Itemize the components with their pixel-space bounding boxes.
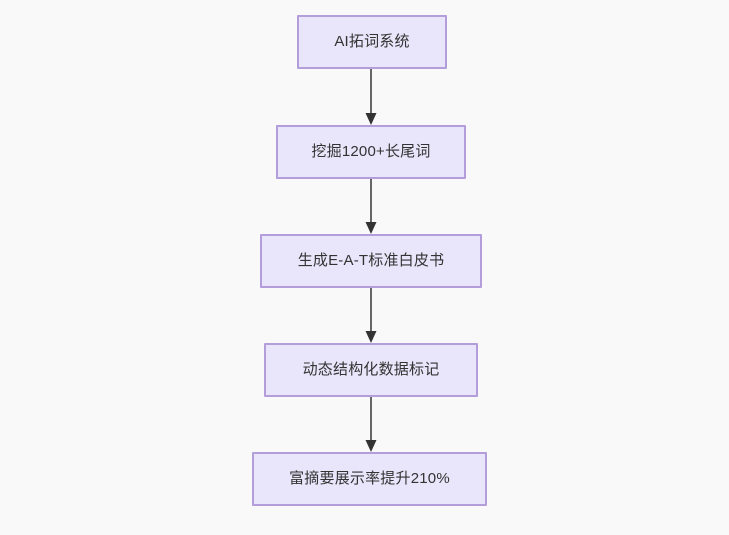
flowchart-node-4-label: 动态结构化数据标记 <box>302 361 440 378</box>
edge-node-1-to-node-2 <box>361 69 381 125</box>
flowchart-node-2-label: 挖掘1200+长尾词 <box>311 143 431 160</box>
flowchart-node-3-label: 生成E-A-T标准白皮书 <box>297 252 445 269</box>
flowchart-node-1[interactable]: AI拓词系统 <box>297 15 447 69</box>
flowchart-node-1-label: AI拓词系统 <box>334 33 410 50</box>
edge-node-3-to-node-4 <box>361 288 381 343</box>
flowchart-node-2[interactable]: 挖掘1200+长尾词 <box>276 125 466 179</box>
flowchart-node-4[interactable]: 动态结构化数据标记 <box>264 343 478 397</box>
edge-node-4-to-node-5 <box>361 397 381 452</box>
flowchart-node-5-label: 富摘要展示率提升210% <box>289 470 450 487</box>
flowchart-node-3[interactable]: 生成E-A-T标准白皮书 <box>260 234 482 288</box>
flowchart-node-5[interactable]: 富摘要展示率提升210% <box>252 452 487 506</box>
edge-node-2-to-node-3 <box>361 179 381 234</box>
